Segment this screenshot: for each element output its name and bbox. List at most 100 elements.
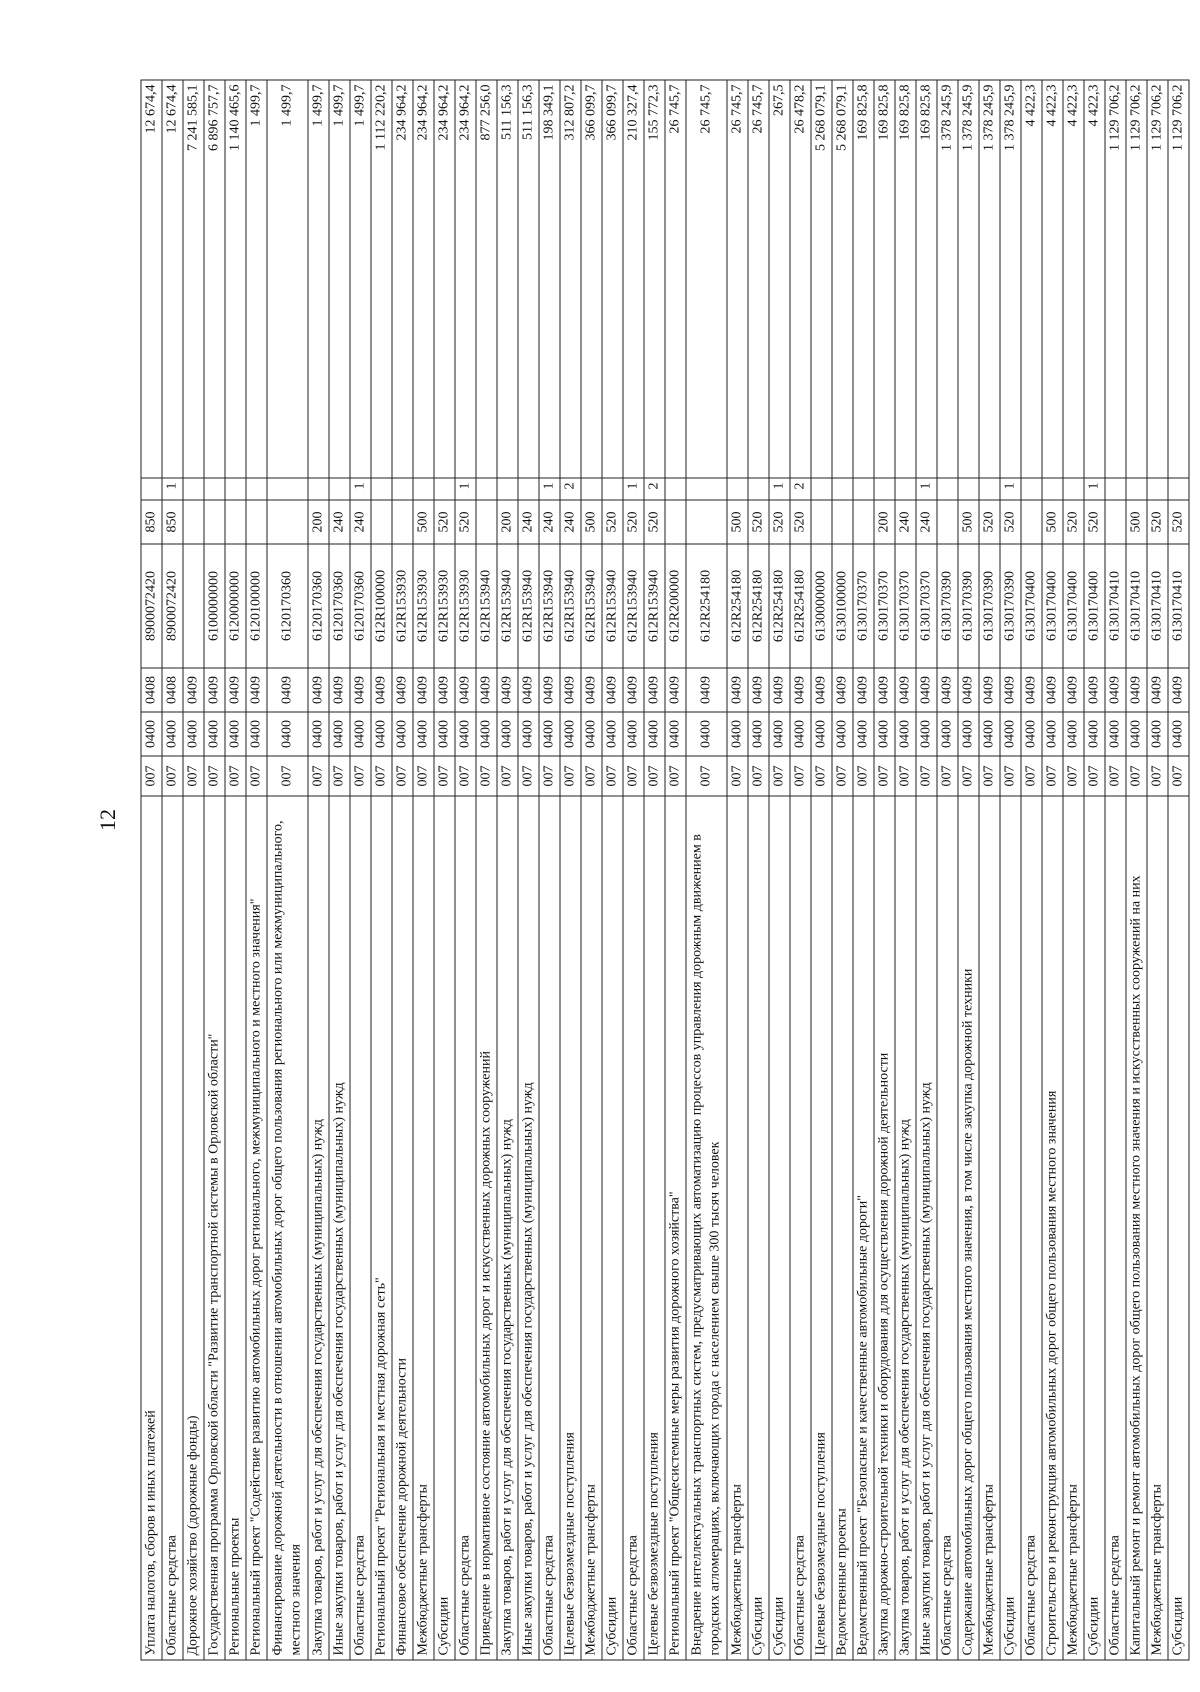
cell-csr: 612R153930	[391, 543, 413, 668]
cell-gr	[831, 477, 853, 500]
cell-ved: 007	[1167, 755, 1189, 796]
cell-pr: 0409	[349, 667, 371, 712]
cell-pr: 0409	[1041, 667, 1063, 712]
cell-gr	[433, 477, 455, 500]
cell-rz: 0400	[768, 711, 790, 756]
cell-amount: 210 327,4	[622, 79, 644, 478]
cell-rz: 0400	[433, 711, 455, 756]
cell-name: Субсидии	[601, 795, 623, 1660]
cell-gr	[580, 477, 602, 500]
cell-ved: 007	[726, 755, 748, 796]
cell-amount: 6 896 757,7	[203, 79, 225, 478]
cell-name: Целевые безвозмездные поступления	[810, 795, 832, 1660]
cell-name: Целевые безвозмездные поступления	[559, 795, 581, 1660]
cell-gr	[496, 477, 518, 500]
cell-pr: 0409	[622, 667, 644, 712]
cell-vr: 500	[412, 499, 434, 544]
cell-csr: 6130170370	[915, 543, 937, 668]
cell-csr: 6130170390	[957, 543, 979, 668]
cell-amount: 1 499,7	[307, 79, 329, 478]
cell-rz: 0400	[915, 711, 937, 756]
cell-vr	[1104, 499, 1126, 544]
cell-pr: 0409	[182, 667, 204, 712]
cell-name: Межбюджетные трансферты	[1062, 795, 1084, 1660]
cell-amount: 1 378 245,9	[936, 79, 958, 478]
cell-ved: 007	[307, 755, 329, 796]
cell-csr: 6120170360	[266, 543, 308, 668]
cell-pr: 0409	[789, 667, 811, 712]
cell-amount: 234 964,2	[391, 79, 413, 478]
cell-ved: 007	[140, 755, 162, 796]
cell-name: Финансовое обеспечение дорожной деятельн…	[391, 795, 413, 1660]
cell-vr: 200	[873, 499, 895, 544]
cell-name: Иные закупки товаров, работ и услуг для …	[517, 795, 539, 1660]
cell-amount: 1 499,7	[245, 79, 267, 478]
cell-vr	[664, 499, 686, 544]
cell-amount: 1 129 706,2	[1125, 79, 1147, 478]
cell-rz: 0400	[622, 711, 644, 756]
cell-vr: 520	[747, 499, 769, 544]
table-row: Иные закупки товаров, работ и услуг для …	[328, 79, 350, 1660]
cell-csr: 6130170370	[894, 543, 916, 668]
cell-ved: 007	[559, 755, 581, 796]
cell-pr: 0409	[810, 667, 832, 712]
cell-amount: 877 256,0	[475, 79, 497, 478]
cell-pr: 0409	[936, 667, 958, 712]
cell-rz: 0400	[1125, 711, 1147, 756]
cell-pr: 0409	[1020, 667, 1042, 712]
cell-ved: 007	[1083, 755, 1105, 796]
cell-amount: 366 099,7	[580, 79, 602, 478]
cell-csr: 6130170400	[1020, 543, 1042, 668]
cell-ved: 007	[412, 755, 434, 796]
cell-ved: 007	[810, 755, 832, 796]
cell-amount: 12 674,4	[161, 79, 183, 478]
cell-pr: 0409	[1167, 667, 1189, 712]
cell-gr: 1	[622, 477, 644, 500]
cell-rz: 0400	[538, 711, 560, 756]
cell-name: Областные средства	[1020, 795, 1042, 1660]
cell-amount: 4 422,3	[1083, 79, 1105, 478]
cell-csr: 612R153940	[622, 543, 644, 668]
cell-amount: 26 745,7	[726, 79, 748, 478]
cell-gr	[203, 477, 225, 500]
cell-rz: 0400	[852, 711, 874, 756]
cell-pr: 0409	[852, 667, 874, 712]
cell-rz: 0400	[978, 711, 1000, 756]
cell-pr: 0409	[224, 667, 246, 712]
cell-gr	[873, 477, 895, 500]
cell-rz: 0400	[894, 711, 916, 756]
cell-csr: 6130170410	[1104, 543, 1126, 668]
cell-csr: 8900072420	[140, 543, 162, 668]
cell-pr: 0409	[245, 667, 267, 712]
cell-ved: 007	[391, 755, 413, 796]
cell-vr	[182, 499, 204, 544]
cell-csr: 6130000000	[810, 543, 832, 668]
cell-vr	[1020, 499, 1042, 544]
cell-name: Областные средства	[1104, 795, 1126, 1660]
cell-csr: 612R153940	[517, 543, 539, 668]
cell-vr: 200	[496, 499, 518, 544]
cell-name: Закупка товаров, работ и услуг для обесп…	[307, 795, 329, 1660]
cell-name: Закупка товаров, работ и услуг для обесп…	[496, 795, 518, 1660]
cell-amount: 1 499,7	[349, 79, 371, 478]
cell-vr: 200	[307, 499, 329, 544]
cell-ved: 007	[957, 755, 979, 796]
cell-rz: 0400	[789, 711, 811, 756]
cell-rz: 0400	[182, 711, 204, 756]
cell-gr: 2	[559, 477, 581, 500]
cell-amount: 4 422,3	[1062, 79, 1084, 478]
cell-gr: 2	[789, 477, 811, 500]
table-row: Содержание автомобильных дорог общего по…	[957, 79, 979, 1660]
cell-name: Капитальный ремонт и ремонт автомобильны…	[1125, 795, 1147, 1660]
cell-pr: 0409	[370, 667, 392, 712]
cell-ved: 007	[936, 755, 958, 796]
cell-csr: 6130170400	[1083, 543, 1105, 668]
cell-name: Областные средства	[538, 795, 560, 1660]
cell-vr: 500	[957, 499, 979, 544]
cell-ved: 007	[894, 755, 916, 796]
cell-ved: 007	[1062, 755, 1084, 796]
